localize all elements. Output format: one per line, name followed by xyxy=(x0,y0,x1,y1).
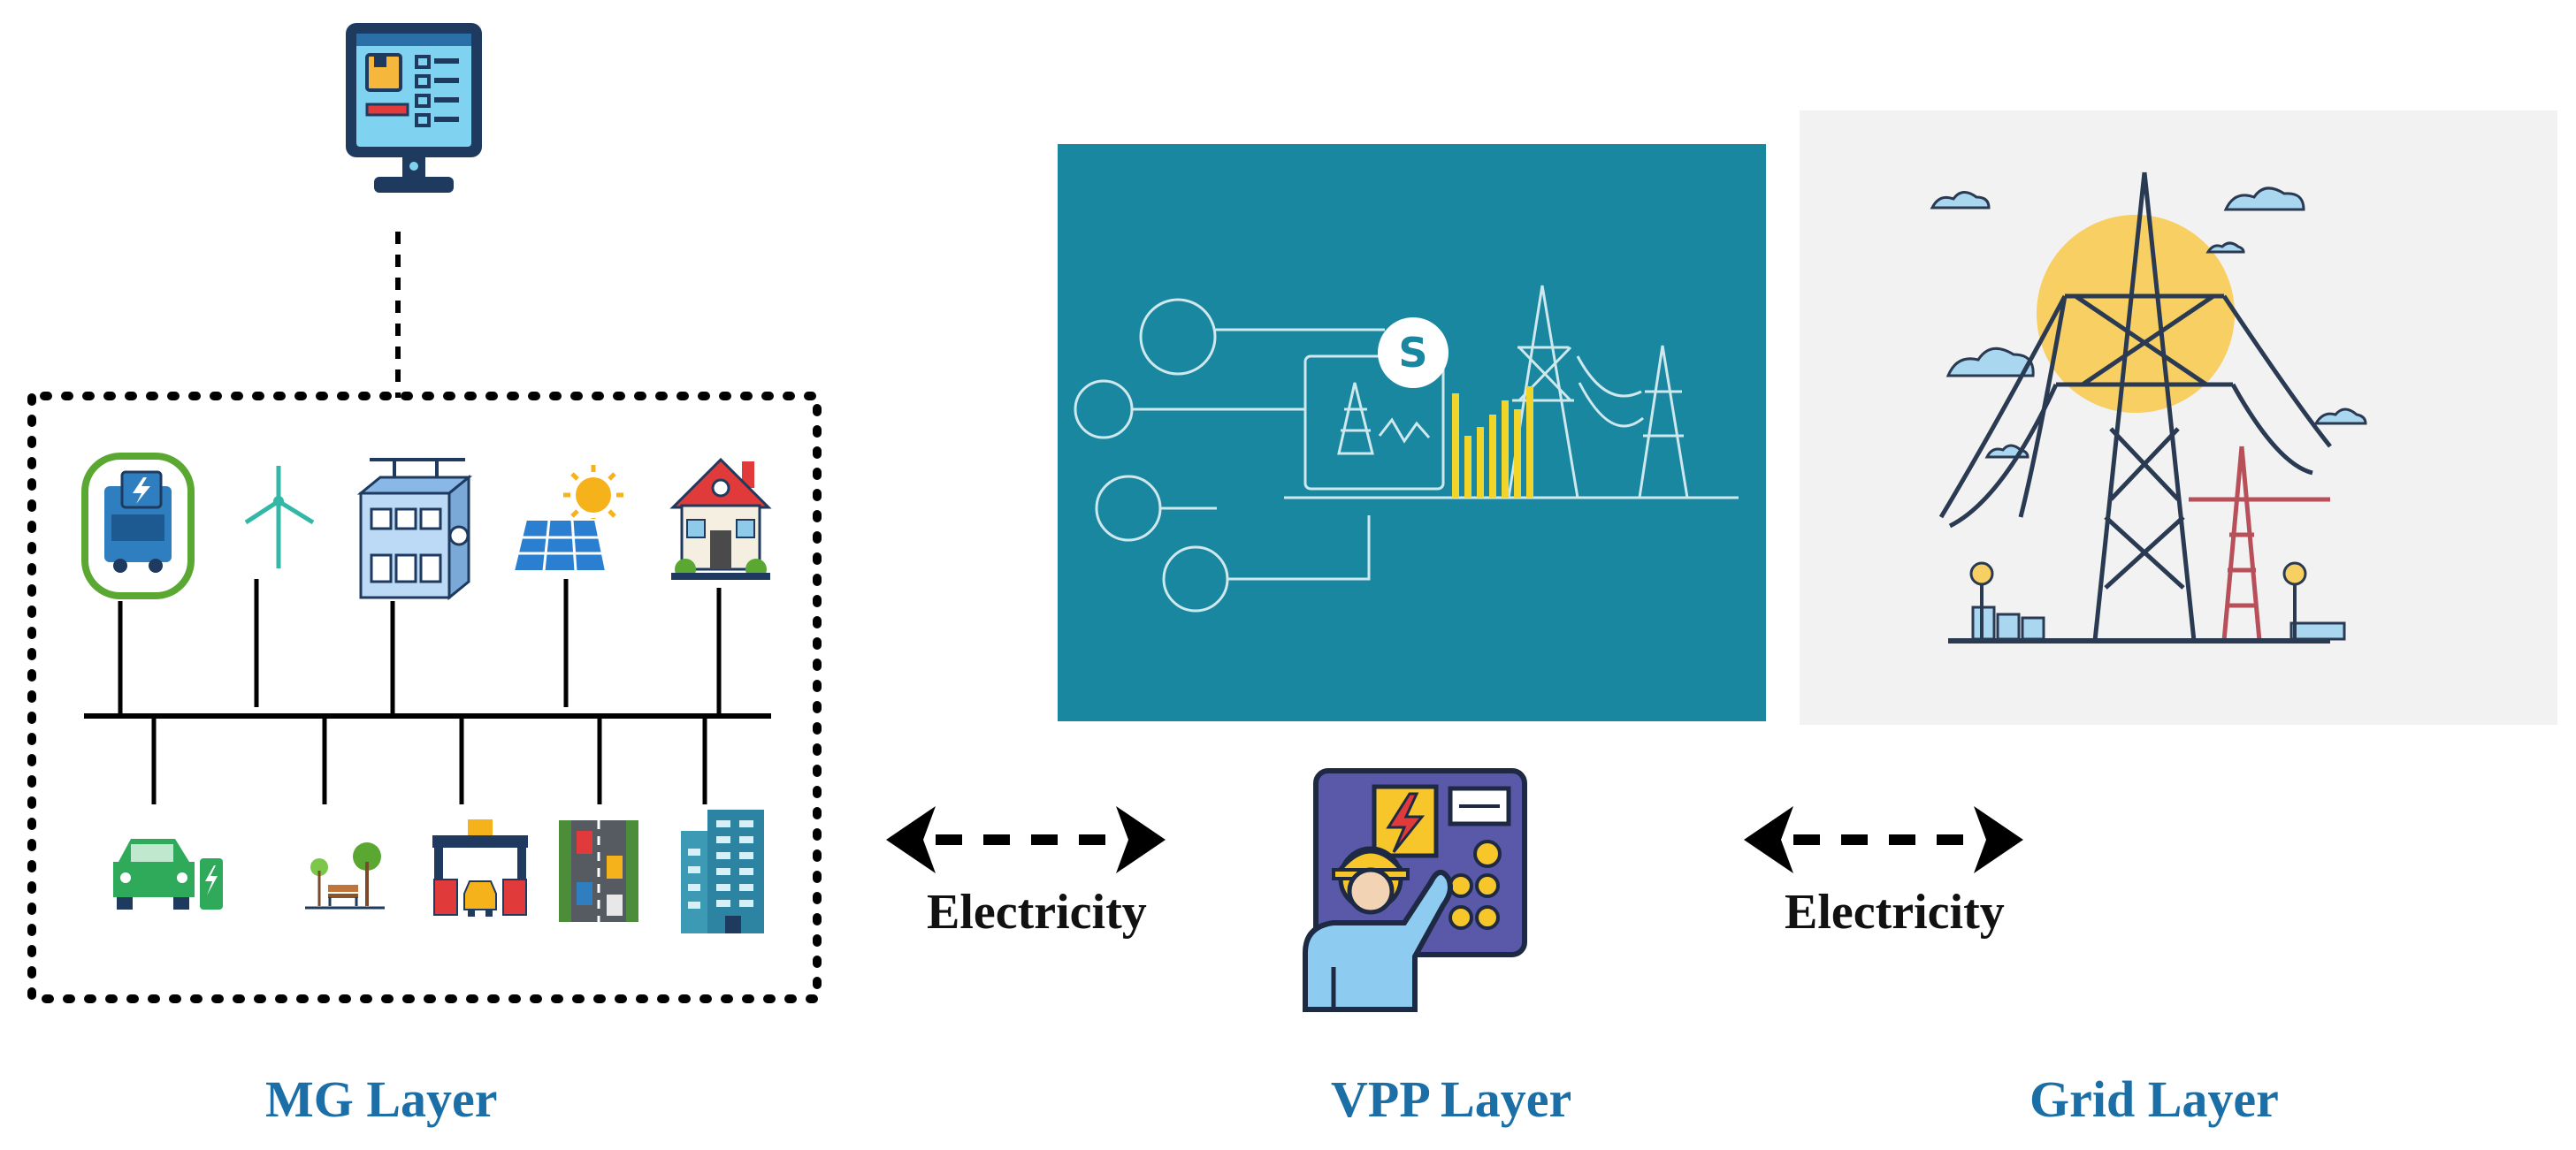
parking-gate-icon xyxy=(432,819,528,917)
electric-car-icon xyxy=(113,839,223,910)
ev-charger-icon xyxy=(81,453,195,599)
grid-layer-label: Grid Layer xyxy=(2029,1070,2279,1128)
operator-control-panel-icon xyxy=(1303,768,1527,1012)
svg-text:S: S xyxy=(1398,329,1427,377)
battery-storage-icon xyxy=(356,458,473,601)
park-icon xyxy=(305,842,385,910)
transmission-tower-icon xyxy=(1800,110,2557,725)
double-arrow-icon xyxy=(886,806,1166,873)
double-arrow-icon xyxy=(1744,806,2023,873)
solar-panel-icon xyxy=(512,465,623,572)
mg-layer-label: MG Layer xyxy=(265,1070,498,1128)
vpp-layer-label: VPP Layer xyxy=(1331,1070,1572,1128)
electricity-label-right: Electricity xyxy=(1785,885,2005,940)
office-building-icon xyxy=(681,810,764,933)
traffic-street-icon xyxy=(559,820,638,922)
wind-turbine-icon xyxy=(244,466,315,568)
monitor-icon xyxy=(346,23,482,193)
smart-grid-dashboard-icon: S xyxy=(1058,144,1766,721)
house-icon xyxy=(669,457,772,580)
electricity-label-left: Electricity xyxy=(927,885,1147,940)
controller-link xyxy=(395,232,401,398)
